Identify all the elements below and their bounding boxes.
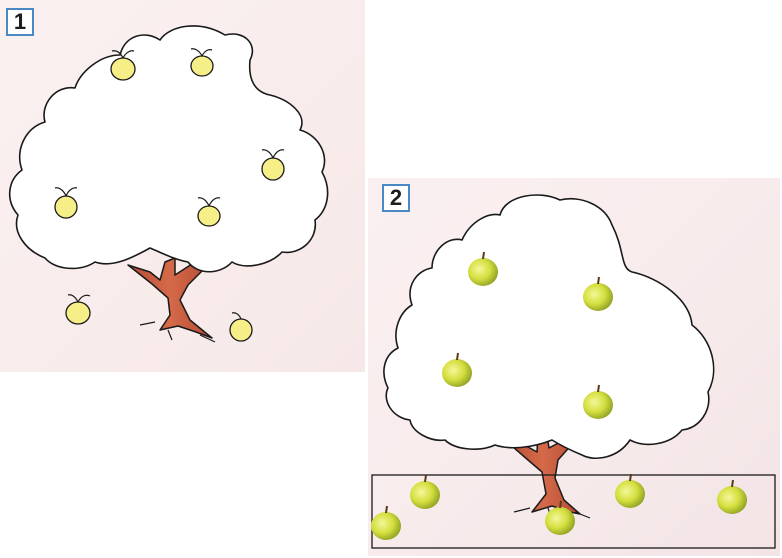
trunk-1 (127, 257, 213, 339)
tree-1 (9, 25, 329, 343)
apple-icon (410, 474, 440, 509)
apple-icon (65, 294, 91, 325)
ground-box (371, 474, 776, 549)
apple-icon (717, 479, 747, 514)
apple-icon (110, 50, 136, 81)
apple-icon (615, 473, 645, 508)
apple-icon (583, 384, 613, 419)
apple-icon (190, 48, 214, 77)
panel-number-badge: 1 (6, 8, 34, 36)
apple-icon (197, 197, 221, 227)
apple-icon (545, 500, 575, 535)
apple-icon (442, 352, 472, 387)
tree-2 (383, 194, 715, 521)
panel-number-badge: 2 (382, 184, 410, 212)
tree-crown-1 (9, 25, 329, 273)
apple-icon (583, 276, 613, 311)
apple-icon (468, 251, 498, 286)
apple-icon (261, 149, 285, 181)
apple-icon (54, 187, 78, 219)
tree-crown-2 (383, 194, 715, 459)
apple-icon (371, 505, 401, 540)
apple-icon (229, 312, 253, 342)
